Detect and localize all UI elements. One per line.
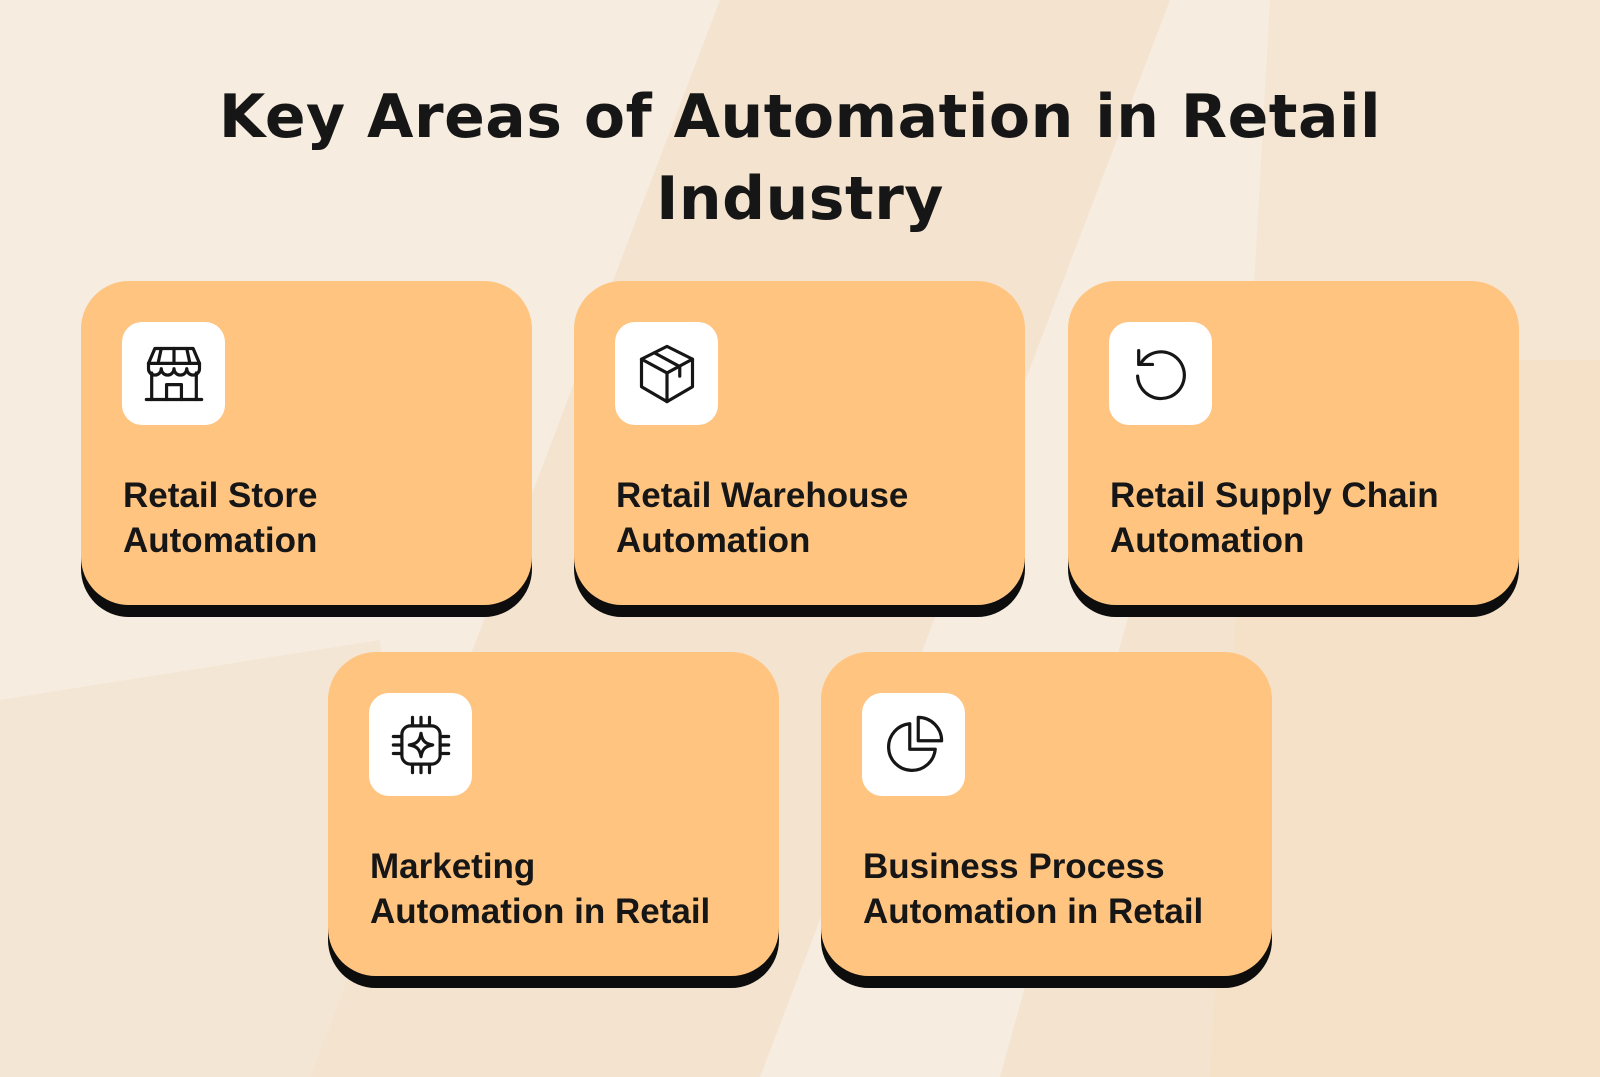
page-title-line-2: Industry — [656, 164, 944, 234]
icon-tile — [1109, 322, 1212, 425]
icon-tile — [122, 322, 225, 425]
package-box-icon — [639, 344, 694, 403]
card-marketing-automation: Marketing Automation in Retail — [328, 652, 779, 976]
refresh-cycle-icon — [1135, 348, 1186, 400]
card-label: Retail Warehouse Automation — [616, 476, 909, 560]
page-title-line-1: Key Areas of Automation in Retail — [218, 82, 1382, 152]
card-retail-warehouse-automation: Retail Warehouse Automation — [574, 281, 1025, 605]
card-retail-store-automation: Retail Store Automation — [81, 281, 532, 605]
card-retail-supply-chain-automation: Retail Supply Chain Automation — [1068, 281, 1519, 605]
card-label: Business Process Automation in Retail — [863, 847, 1204, 931]
card-label: Retail Supply Chain Automation — [1110, 476, 1439, 560]
pie-chart-icon — [886, 715, 943, 772]
ai-chip-icon — [391, 715, 450, 774]
icon-tile — [862, 693, 965, 796]
storefront-icon — [144, 346, 203, 401]
card-label: Marketing Automation in Retail — [370, 847, 711, 931]
card-business-process-automation: Business Process Automation in Retail — [821, 652, 1272, 976]
icon-tile — [615, 322, 718, 425]
icon-tile — [369, 693, 472, 796]
card-label: Retail Store Automation — [123, 476, 318, 560]
page-title: Key Areas of Automation in Retail Indust… — [0, 76, 1600, 240]
